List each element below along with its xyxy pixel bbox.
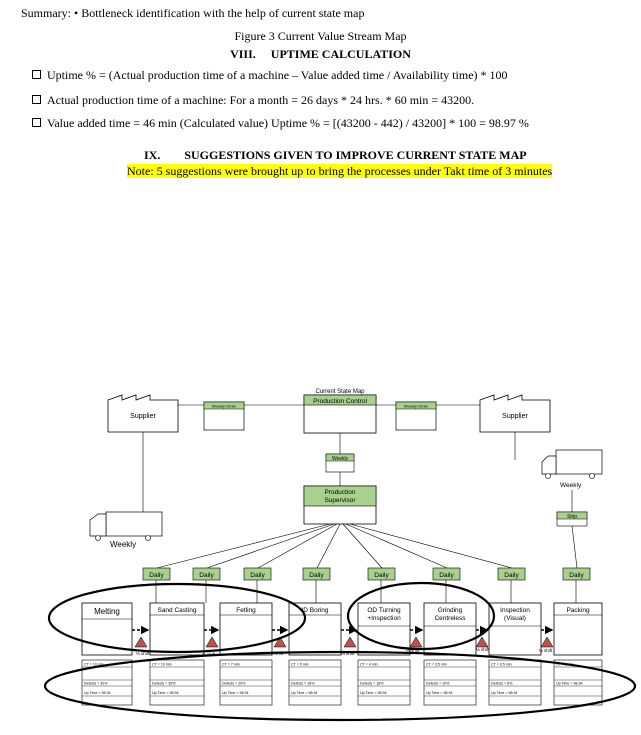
supplier-factory-icon — [107, 394, 179, 433]
svg-text:Up Time = 98.94: Up Time = 98.94 — [491, 691, 517, 695]
section-title: UPTIME CALCULATION — [270, 47, 411, 61]
svg-text:Daily: Daily — [199, 572, 214, 579]
process-name: ID Boring — [301, 607, 328, 614]
section-heading-uptime: VIII. UPTIME CALCULATION — [0, 47, 641, 62]
ship-label: Ship — [567, 514, 577, 520]
weekly-truck-right-label: Weekly — [560, 482, 582, 489]
svg-text:CT = 0.5 min: CT = 0.5 min — [491, 663, 512, 667]
svg-text:Daily: Daily — [504, 572, 519, 579]
svg-text:Defects = 8%: Defects = 8% — [491, 682, 513, 686]
svg-text:Defects = 18%: Defects = 18% — [291, 682, 315, 686]
svg-text:Up Time = 98.94: Up Time = 98.94 — [426, 691, 452, 695]
process-name: Melting — [94, 607, 120, 616]
bullet-item: Uptime % = (Actual production time of a … — [32, 68, 508, 83]
supplier-left-label: Supplier — [130, 413, 156, 420]
inventory-triangle-icon — [134, 636, 554, 648]
svg-text:Daily: Daily — [374, 572, 389, 579]
svg-text:Defects = 10%: Defects = 10% — [426, 682, 450, 686]
supplier-right-label: Supplier — [502, 413, 528, 420]
process-box-inspection — [488, 602, 542, 656]
svg-text:Daily: Daily — [149, 572, 164, 579]
svg-text:⅓ shift: ⅓ shift — [136, 651, 150, 656]
process-name: OD Turning+Inspection — [367, 607, 401, 622]
svg-text:Up Time = 98.94: Up Time = 98.94 — [360, 691, 386, 695]
svg-text:Daily: Daily — [569, 572, 584, 579]
checkbox-bullet-icon — [32, 70, 41, 79]
weekly-order-left-label: Weekly Order — [212, 404, 237, 409]
svg-text:⅓ shift: ⅓ shift — [476, 647, 490, 652]
checkbox-bullet-icon — [32, 118, 41, 127]
data-box — [357, 659, 411, 706]
svg-text:Defects = 20%: Defects = 20% — [222, 682, 246, 686]
section-heading-suggestions: IX. SUGGESTIONS GIVEN TO IMPROVE CURRENT… — [144, 148, 527, 163]
figure-caption: Figure 3 Current Value Stream Map — [234, 29, 407, 43]
svg-text:Up Time = 98.94: Up Time = 98.94 — [222, 691, 248, 695]
summary-line: Summary: • Bottleneck identification wit… — [21, 6, 365, 20]
supplier-factory-icon — [479, 394, 551, 433]
svg-text:⅓ shift: ⅓ shift — [406, 648, 420, 653]
process-name: Sand Casting — [157, 607, 196, 614]
data-box — [288, 659, 342, 706]
section-number: IX. — [144, 148, 161, 162]
svg-text:Up Time = 98.94: Up Time = 98.94 — [291, 691, 317, 695]
svg-text:CT = 10 min: CT = 10 min — [152, 663, 172, 667]
svg-text:⅓ shift: ⅓ shift — [539, 648, 553, 653]
svg-text:Defects = 18%: Defects = 18% — [360, 682, 384, 686]
svg-text:Up Time = 98.94: Up Time = 98.94 — [556, 682, 582, 686]
checkbox-bullet-icon — [32, 95, 41, 104]
bottleneck-highlight-ellipses — [43, 581, 637, 722]
svg-text:CT = 5 min: CT = 5 min — [291, 663, 309, 667]
svg-text:CT = 3.5 min: CT = 3.5 min — [426, 663, 447, 667]
section-title: SUGGESTIONS GIVEN TO IMPROVE CURRENT STA… — [184, 148, 527, 162]
svg-text:Defects = 35%: Defects = 35% — [152, 682, 176, 686]
svg-text:Up Time = 98.94: Up Time = 98.94 — [152, 691, 178, 695]
svg-text:Defects = 30%: Defects = 30% — [84, 682, 108, 686]
process-name: Inspection(Visual) — [500, 607, 530, 622]
data-box — [423, 659, 477, 706]
data-box — [149, 659, 205, 706]
process-boxes — [81, 602, 603, 656]
daily-tags: Daily Daily Daily Daily Daily Daily Dail… — [142, 567, 591, 581]
process-name: Packing — [566, 607, 590, 614]
process-box-sand-casting — [149, 602, 205, 656]
svg-text:CT = 4 min: CT = 4 min — [360, 663, 378, 667]
svg-text:Daily: Daily — [250, 572, 265, 579]
note-highlight: Note: 5 suggestions were brought up to b… — [127, 164, 553, 178]
weekly-order-right-label: Weekly Order — [404, 404, 429, 409]
production-control-label: Production Control — [313, 398, 367, 405]
data-box — [488, 659, 542, 706]
bullet-item: Value added time = 46 min (Calculated va… — [32, 116, 529, 131]
bullet-item: Actual production time of a machine: For… — [32, 93, 474, 108]
svg-text:Daily: Daily — [439, 572, 454, 579]
truck-icon — [541, 449, 603, 479]
svg-text:CT = 10 min: CT = 10 min — [84, 663, 104, 667]
section-number: VIII. — [230, 47, 256, 61]
svg-text:Up Time = 98.94: Up Time = 98.94 — [84, 691, 110, 695]
process-box-packing — [553, 602, 603, 656]
weekly-truck-left-label: Weekly — [110, 540, 136, 549]
data-box — [219, 659, 273, 706]
vsm-title: Current State Map — [315, 389, 365, 395]
process-name: Fetling — [236, 607, 256, 614]
truck-icon — [89, 511, 163, 541]
process-box-od-turning — [357, 602, 411, 656]
weekly-tag-label: Weekly — [332, 456, 349, 462]
svg-text:⅓ shift: ⅓ shift — [341, 651, 355, 656]
svg-text:Daily: Daily — [309, 572, 324, 579]
svg-text:CT = 7 min: CT = 7 min — [222, 663, 240, 667]
